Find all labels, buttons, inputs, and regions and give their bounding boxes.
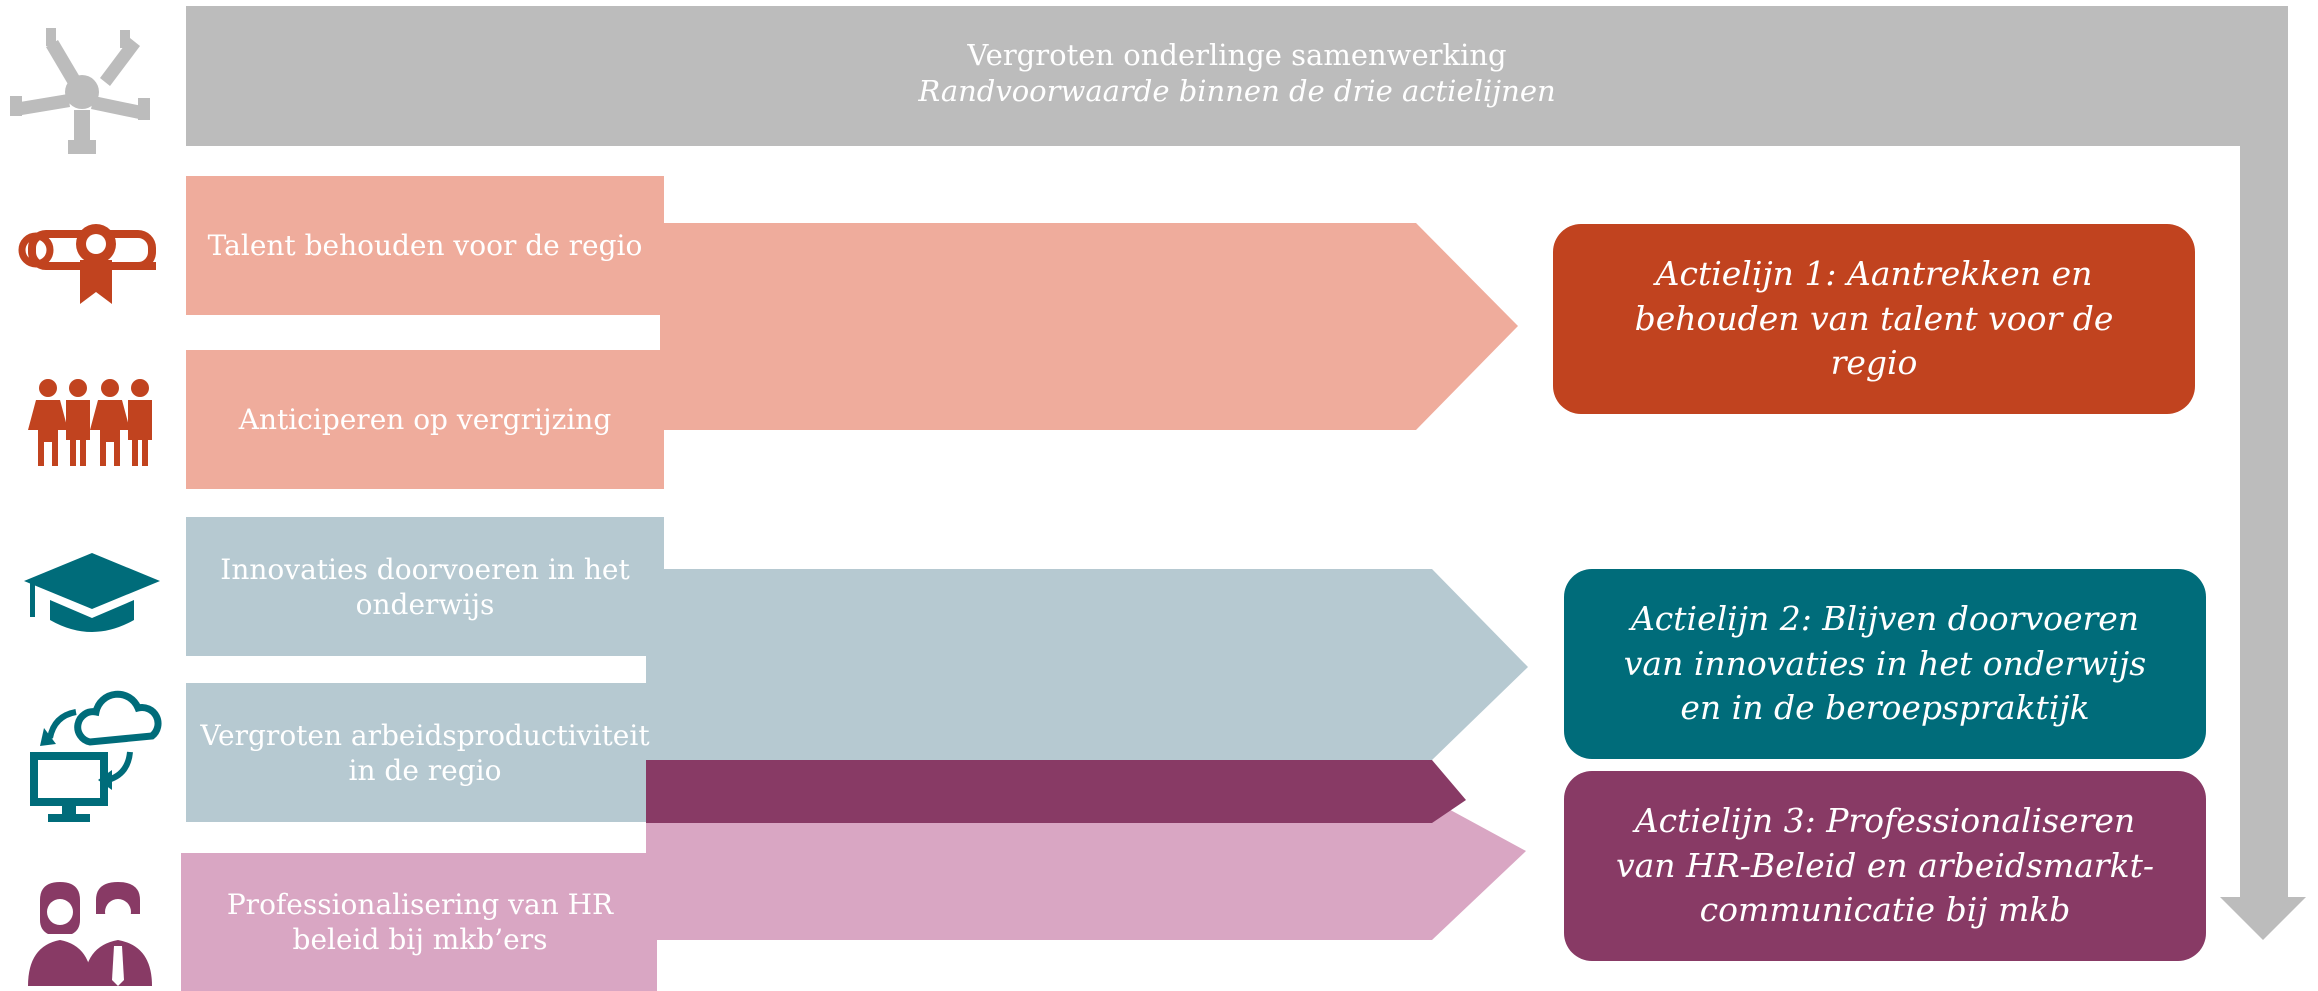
collaboration-label: Vergroten onderlinge samenwerking Randvo… — [186, 28, 2288, 118]
collaboration-subtitle: Randvoorwaarde binnen de drie actielijne… — [918, 74, 1556, 108]
collaboration-title: Vergroten onderlinge samenwerking — [967, 37, 1507, 72]
arrow-actielijn-3 — [646, 800, 1526, 940]
arrow-actielijn-1 — [660, 223, 1518, 430]
arrow-actielijn-2 — [646, 569, 1528, 760]
theme-box-vergrijzing — [186, 350, 664, 489]
theme-label-talent: Talent behouden voor de regio — [207, 229, 643, 262]
theme-label-innovaties: Innovaties doorvoeren in het onderwijs — [220, 552, 630, 621]
graduation-cap-icon — [24, 553, 160, 632]
people-icon — [28, 379, 152, 466]
hands-circle-icon — [10, 28, 150, 154]
theme-label-arbeidsproductiviteit: Vergroten arbeidsproductiviteit in de re… — [200, 718, 650, 787]
arrow-overlap — [646, 760, 1466, 823]
theme-label-hr: Professionalisering van HR beleid bij mk… — [226, 888, 614, 956]
action-box-2: Actielijn 2: Blijven doorvoeren van inno… — [1564, 569, 2206, 759]
action-box-1: Actielijn 1: Aantrekken en behouden van … — [1553, 224, 2195, 414]
theme-box-arbeidsproductiviteit — [186, 683, 664, 822]
theme-box-innovaties — [186, 517, 664, 656]
theme-label-vergrijzing: Anticiperen op vergrijzing — [238, 403, 612, 436]
business-people-icon — [28, 882, 152, 986]
computer-cloud-icon — [30, 690, 162, 822]
theme-box-talent — [186, 176, 664, 315]
collaboration-arrow — [186, 6, 2306, 940]
diploma-icon — [18, 224, 156, 304]
theme-box-hr — [181, 853, 657, 991]
action-box-3: Actielijn 3: Professionaliseren van HR-B… — [1564, 771, 2206, 961]
